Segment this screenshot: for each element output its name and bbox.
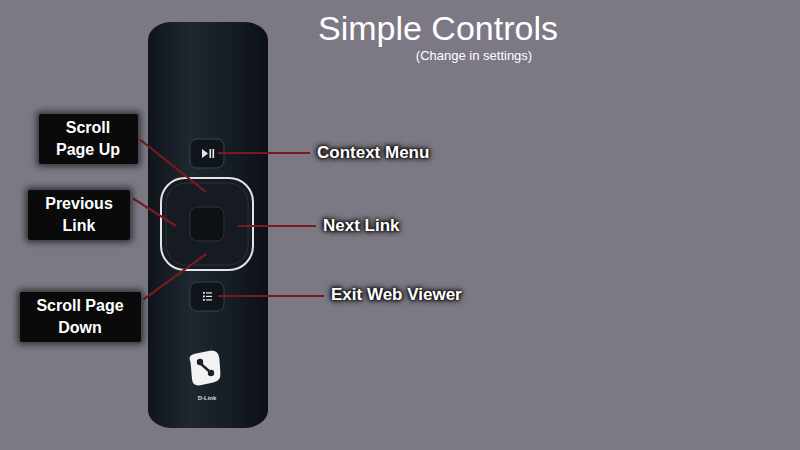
button-label: Next Link [323, 216, 400, 236]
button-label: Context Menu [317, 143, 429, 163]
callout-box: Scroll Page Up [39, 114, 138, 163]
brand-name: D-Link [198, 395, 217, 401]
page-title: Simple Controls [318, 9, 558, 48]
leader-line [133, 198, 176, 226]
leader-line [144, 254, 207, 299]
settings-note: (Change in settings) [416, 48, 532, 63]
leader-line [141, 140, 207, 192]
callout-text: Scroll Page Up [47, 117, 130, 160]
brand-logo [187, 349, 224, 387]
callout-text: Scroll Page Down [28, 295, 133, 338]
callout-box: Previous Link [28, 190, 130, 239]
callout-text: Previous Link [36, 193, 122, 236]
button-label: Exit Web Viewer [331, 285, 462, 305]
leader-line [218, 153, 324, 296]
callout-box: Scroll Page Down [20, 292, 141, 341]
